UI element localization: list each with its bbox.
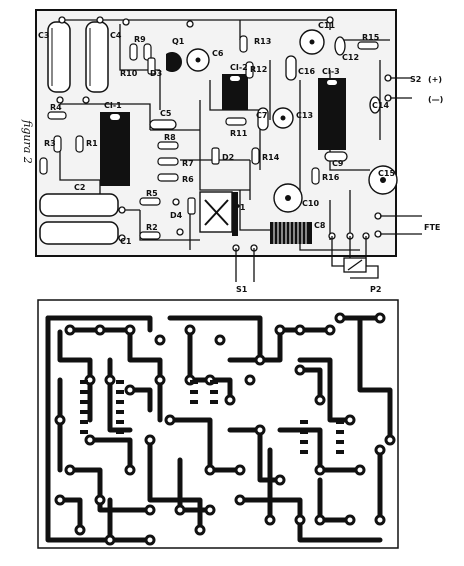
label-c6: C6: [212, 49, 224, 58]
label-ci2: CI-2: [230, 63, 248, 72]
label-q1: Q1: [172, 37, 185, 46]
diodes: [147, 57, 220, 215]
ic-ci1: [100, 112, 130, 186]
connector-fte: FTE: [424, 223, 440, 232]
top-pads: [56, 16, 392, 252]
resistor-bodies: [39, 35, 379, 240]
copper-ic-pads: [80, 380, 344, 454]
transistor-q1: [166, 51, 182, 72]
round-capacitor-centers: [195, 39, 386, 201]
label-d3: D3: [150, 69, 162, 78]
figure-caption: figura 2: [21, 119, 34, 164]
label-r15: R15: [362, 33, 380, 42]
connector-s1: S1: [236, 285, 248, 294]
capacitor-c4: [85, 21, 109, 93]
label-r16: R16: [322, 173, 340, 182]
label-c8: C8: [314, 221, 326, 230]
label-r14: R14: [262, 153, 280, 162]
label-r12: R12: [250, 65, 267, 74]
component-labels: C3 C4 R9 Q1 C6 R10 D3 R13 CI-2 R12 C11 R…: [38, 21, 395, 246]
label-c3: C3: [38, 31, 49, 40]
label-r5: R5: [146, 189, 158, 198]
copper-pads: [54, 312, 396, 546]
label-c14: C14: [372, 101, 389, 110]
label-r6: R6: [182, 175, 194, 184]
capacitor-c2: [39, 193, 119, 217]
label-r7: R7: [182, 159, 194, 168]
label-r2: R2: [146, 223, 158, 232]
connector-minus: (—): [428, 95, 443, 104]
ic-ci3: [318, 78, 346, 150]
small-capacitors: [149, 36, 381, 162]
label-r8: R8: [164, 133, 176, 142]
label-c4: C4: [110, 31, 122, 40]
label-c15: C15: [378, 169, 395, 178]
ic-ci2: [222, 74, 248, 110]
label-c9: C9: [332, 159, 344, 168]
label-r13: R13: [254, 37, 271, 46]
label-c7: C7: [256, 111, 267, 120]
capacitor-c8: [270, 222, 312, 244]
label-r10: R10: [120, 69, 138, 78]
label-r9: R9: [134, 35, 146, 44]
label-c16: C16: [298, 67, 315, 76]
label-ci1: CI-1: [104, 101, 122, 110]
label-c13: C13: [296, 111, 313, 120]
copper-traces: [45, 315, 393, 543]
capacitor-c3: [47, 21, 71, 93]
label-c10: C10: [302, 199, 319, 208]
capacitor-c1: [39, 221, 119, 245]
label-r1: R1: [86, 139, 98, 148]
label-d2: D2: [222, 153, 234, 162]
label-d4: D4: [170, 211, 183, 220]
external-wires: [235, 77, 422, 282]
label-c12: C12: [342, 53, 359, 62]
label-r3: R3: [44, 139, 56, 148]
component-layout: C3 C4 R9 Q1 C6 R10 D3 R13 CI-2 R12 C11 R…: [21, 9, 443, 294]
label-r11: R11: [230, 129, 248, 138]
connector-p2: P2: [370, 285, 381, 294]
connector-s2: S2: [410, 75, 421, 84]
label-r4: R4: [50, 103, 62, 112]
label-ci3: CI-3: [322, 67, 340, 76]
label-c1: C1: [120, 237, 132, 246]
copper-layout: [37, 299, 399, 549]
label-c2: C2: [74, 183, 85, 192]
label-c11: C11: [318, 21, 335, 30]
potentiometer-p1: [199, 191, 238, 236]
label-c5: C5: [160, 109, 172, 118]
connector-plus: (+): [428, 75, 442, 84]
label-p1: P1: [234, 203, 246, 212]
